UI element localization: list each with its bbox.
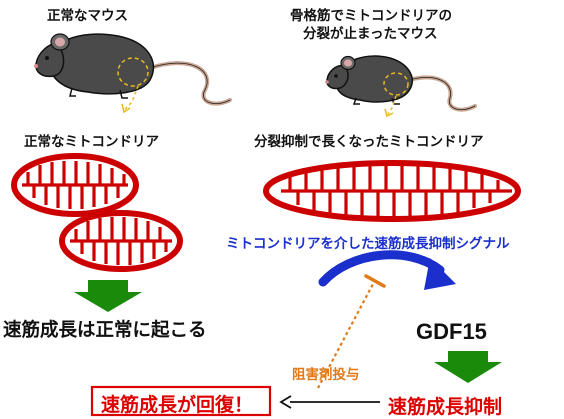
normal-growth-label: 速筋成長は正常に起こる [3,320,207,341]
mutant-mouse-icon [325,55,477,118]
normal-mouse-title: 正常なマウス [47,8,128,24]
elongated-mitochondrion-icon [263,160,521,222]
normal-mitochondrion-1-icon [11,153,139,217]
gdf15-label: GDF15 [416,319,487,344]
suppression-label: 速筋成長抑制 [388,396,503,418]
recovery-label: 速筋成長が回復！ [101,394,254,416]
elongated-mito-title: 分裂抑制で長くなったミトコンドリア [254,134,484,150]
recovery-box [90,385,272,417]
normal-mitochondrion-2-icon [59,210,183,272]
signal-label: ミトコンドリアを介した速筋成長抑制シグナル [226,236,510,252]
normal-mouse-icon [34,33,232,114]
recovery-arrow-icon [279,395,380,409]
normal-mito-title: 正常なミトコンドリア [24,134,159,150]
inhibitor-label: 阻害剤投与 [292,367,360,383]
inhibition-line-icon [317,274,386,389]
green-arrow-left-icon [74,280,142,312]
green-arrow-right-icon [434,351,502,383]
signal-curved-arrow-icon [318,250,456,290]
mutant-mouse-title-line1: 骨格筋でミトコンドリアの [290,8,452,24]
mutant-mouse-title-line2: 分裂が止まったマウス [303,26,438,42]
